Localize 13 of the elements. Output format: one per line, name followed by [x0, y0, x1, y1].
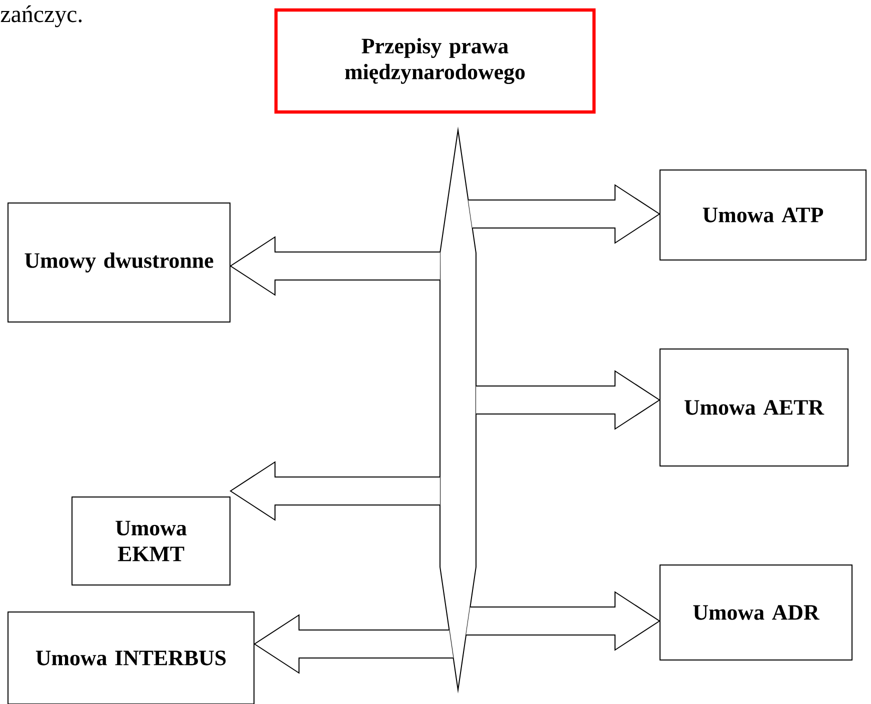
block-arrow — [230, 236, 441, 296]
text-box: Przepisy prawa międzynarodowego — [274, 8, 596, 114]
text-box: Umowa INTERBUS — [8, 612, 254, 704]
block-arrow — [476, 370, 660, 430]
block-arrow — [468, 184, 660, 244]
text-box: Umowy dwustronne — [8, 202, 230, 322]
text-box: Umowa EKMT — [72, 496, 230, 586]
block-arrow — [230, 461, 440, 521]
text-box: Umowa AETR — [660, 348, 848, 466]
text-box: Umowa ADR — [660, 564, 852, 660]
text-box: Umowa ATP — [660, 170, 866, 260]
block-arrow — [254, 614, 454, 674]
cropped-text: zańczyc. — [0, 5, 82, 28]
